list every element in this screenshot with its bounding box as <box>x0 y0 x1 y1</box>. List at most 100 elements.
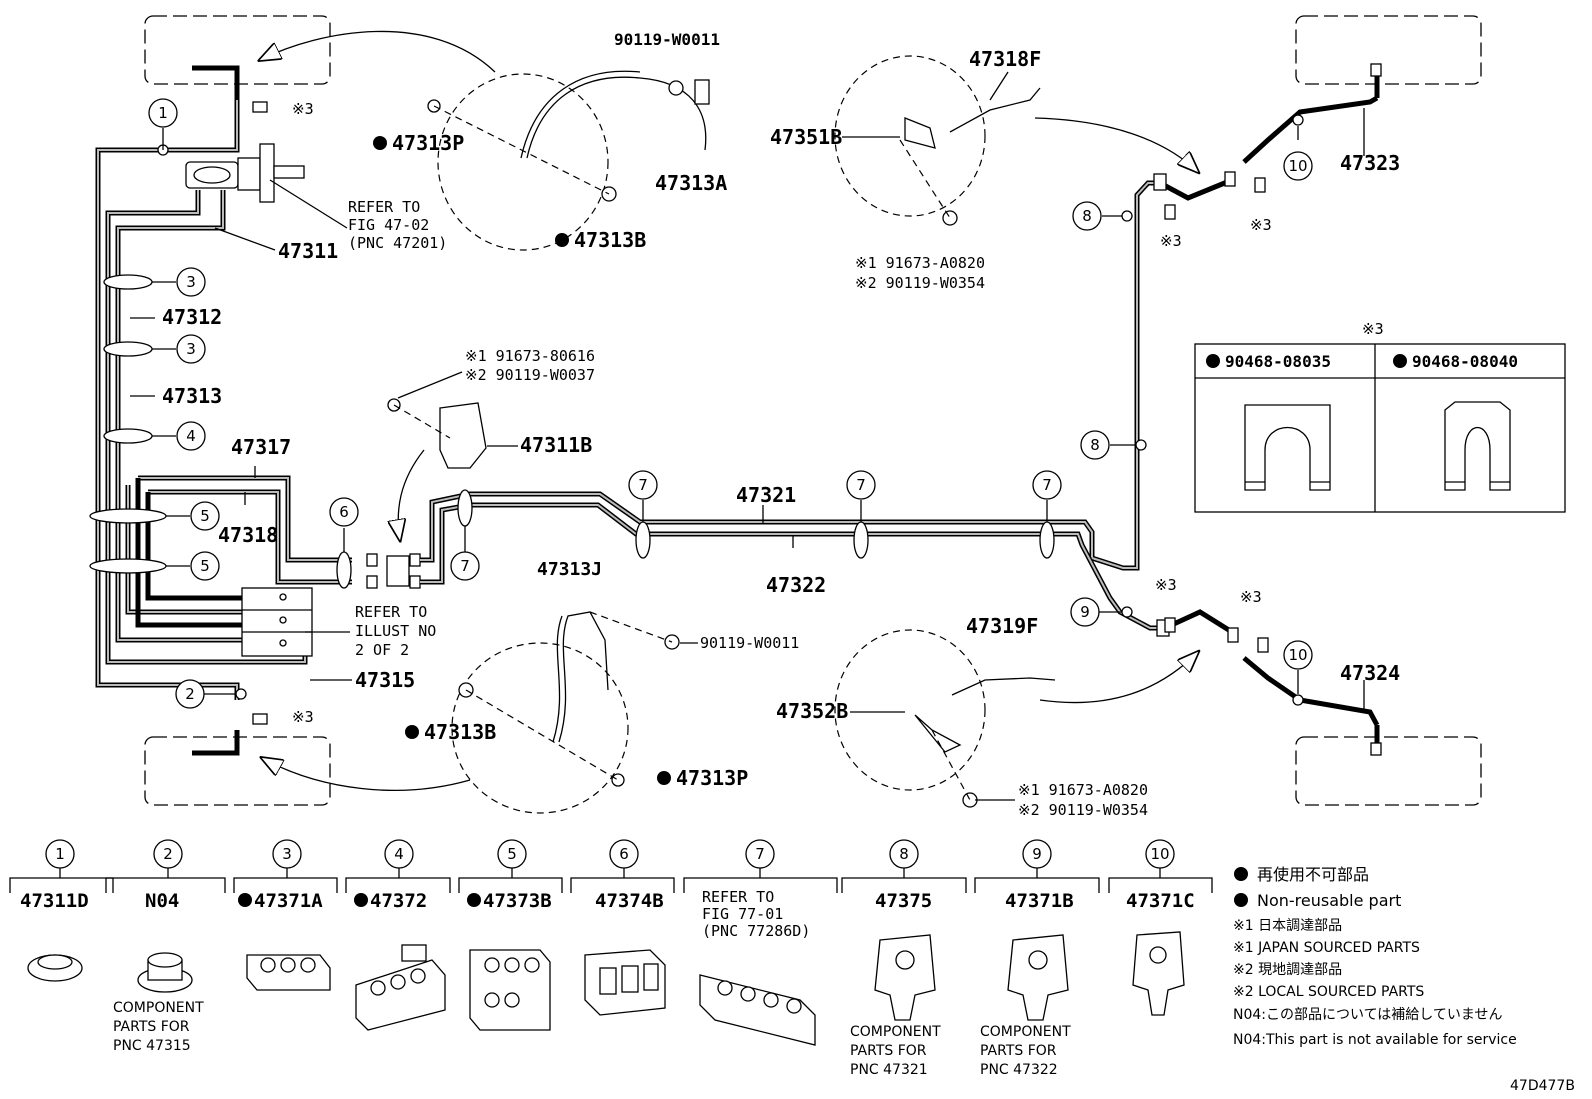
refer-top-line2: FIG 47-02 <box>348 216 429 234</box>
bottom-num-8: 8 <box>899 845 909 863</box>
label-47313A: 47313A <box>655 171 727 195</box>
refer-mid-line1: REFER TO <box>355 603 427 621</box>
label-90119-W0011-top: 90119-W0011 <box>614 30 720 49</box>
circle-num-7c: 7 <box>856 476 866 494</box>
circle-num-10b: 10 <box>1288 646 1307 664</box>
label-47311B: 47311B <box>520 433 592 457</box>
label-47313B-top: 47313B <box>574 228 646 252</box>
union-joint <box>366 553 421 589</box>
label-47351B: 47351B <box>770 125 842 149</box>
note3-top-left: ※3 <box>292 100 314 118</box>
note3-rt1: ※3 <box>1160 232 1182 250</box>
bottom-num-4: 4 <box>394 845 404 863</box>
bottom-pn-47371C: 47371C <box>1126 890 1195 912</box>
refer-mid-line2: ILLUST NO <box>355 622 436 640</box>
bottom-num-1: 1 <box>55 845 65 863</box>
front-brake-tube-bundle <box>95 100 352 700</box>
circle-num-7d: 7 <box>1042 476 1052 494</box>
clip-table-title: ※3 <box>1362 320 1384 338</box>
legend-local-en: ※2 LOCAL SOURCED PARTS <box>1233 984 1424 1000</box>
clip-col1-label: 90468-08035 <box>1225 352 1331 371</box>
label-47352B: 47352B <box>776 699 848 723</box>
circle-num-3b: 3 <box>186 340 196 358</box>
detail-circles <box>437 55 986 814</box>
circle-num-8b: 8 <box>1090 436 1100 454</box>
bottom-num-5: 5 <box>507 845 517 863</box>
bottom-refer-line1: REFER TO <box>702 888 774 906</box>
flex-hoses <box>520 70 1056 753</box>
n04-note-line3: PNC 47315 <box>113 1038 191 1054</box>
clip-47375-sketch <box>874 934 936 1021</box>
label-47322: 47322 <box>766 573 826 597</box>
label-90119-W0037: ※2 90119-W0037 <box>465 366 595 384</box>
circle-num-7a: 7 <box>460 557 470 575</box>
n04-note-line1: COMPONENT <box>113 1000 204 1016</box>
circle-num-5b: 5 <box>200 557 210 575</box>
n04-note-line2: PARTS FOR <box>113 1019 190 1035</box>
label-47311: 47311 <box>278 239 338 263</box>
bottom-pn-N04: N04 <box>145 890 179 912</box>
bottom-num-3: 3 <box>282 845 292 863</box>
clamp-47371A-sketch <box>246 954 331 991</box>
label-47313P-top: 47313P <box>392 131 464 155</box>
label-90119-W0354-top: ※2 90119-W0354 <box>855 274 985 292</box>
junction-block <box>241 587 313 657</box>
label-90119-W0011-mid: 90119-W0011 <box>700 634 799 652</box>
label-47323: 47323 <box>1340 151 1400 175</box>
note3-bottom-left: ※3 <box>292 708 314 726</box>
circle-num-4: 4 <box>186 427 196 445</box>
label-47317: 47317 <box>231 435 291 459</box>
label-91673-80616: ※1 91673-80616 <box>465 347 595 365</box>
bottom-refer-line2: FIG 77-01 <box>702 905 783 923</box>
legend-nonreusable-jp: 再使用不可部品 <box>1257 865 1369 884</box>
circle-num-1: 1 <box>158 104 168 122</box>
p47375-note-line3: PNC 47321 <box>850 1062 928 1078</box>
label-47324: 47324 <box>1340 661 1400 685</box>
label-91673-A0820-bottom: ※1 91673-A0820 <box>1018 781 1148 799</box>
bottom-pn-47372: 47372 <box>370 890 427 912</box>
p47375-note-line2: PARTS FOR <box>850 1043 927 1059</box>
bottom-pn-47311D: 47311D <box>20 890 89 912</box>
note3-rb1: ※3 <box>1155 576 1177 594</box>
part-callouts: 47313P 90119-W0011 47313A 47313B 47311 R… <box>162 30 1400 819</box>
circle-num-7b: 7 <box>638 476 648 494</box>
bottom-num-2: 2 <box>163 845 173 863</box>
clip-col2-label: 90468-08040 <box>1412 352 1518 371</box>
clamp-47374B-sketch <box>584 949 666 1016</box>
circle-num-9: 9 <box>1080 603 1090 621</box>
circled-numbers: 1 3 3 4 5 5 6 7 7 7 7 2 8 8 9 10 10 <box>148 98 1313 709</box>
label-47319F: 47319F <box>966 614 1038 638</box>
bolts <box>252 80 1269 808</box>
p47371B-note-line2: PARTS FOR <box>980 1043 1057 1059</box>
ref-box-bottom-right <box>1295 736 1482 806</box>
label-91673-A0820-top: ※1 91673-A0820 <box>855 254 985 272</box>
legend-nonreusable-en: Non-reusable part <box>1257 891 1401 910</box>
label-47313P-bottom: 47313P <box>676 766 748 790</box>
note3-rb2: ※3 <box>1240 588 1262 606</box>
label-90119-W0354-bottom: ※2 90119-W0354 <box>1018 801 1148 819</box>
direction-arrows <box>260 30 1198 791</box>
note3-rt2: ※3 <box>1250 216 1272 234</box>
circle-num-8a: 8 <box>1082 207 1092 225</box>
refer-mid-line3: 2 OF 2 <box>355 641 409 659</box>
label-47315: 47315 <box>355 668 415 692</box>
grommet-47311D-sketch <box>27 954 83 982</box>
legend-japan-jp: ※1 日本調達部品 <box>1233 918 1342 934</box>
bottom-pn-47371A: 47371A <box>254 890 323 912</box>
circle-num-3a: 3 <box>186 273 196 291</box>
bundle-clamps <box>89 144 1147 700</box>
leader-lines <box>130 108 1365 710</box>
bottom-num-10: 10 <box>1150 845 1169 863</box>
refer-top-line1: REFER TO <box>348 198 420 216</box>
circle-num-6: 6 <box>339 503 349 521</box>
refer-top-line3: (PNC 47201) <box>348 234 447 252</box>
bottom-refer-line3: (PNC 77286D) <box>702 922 810 940</box>
bottom-pn-47373B: 47373B <box>483 890 552 912</box>
label-47313J: 47313J <box>537 559 602 580</box>
clip-47371C-sketch <box>1132 931 1185 1016</box>
grommet-N04-sketch <box>137 952 193 993</box>
bottom-pn-47374B: 47374B <box>595 890 664 912</box>
label-47312: 47312 <box>162 305 222 329</box>
bottom-num-6: 6 <box>619 845 629 863</box>
